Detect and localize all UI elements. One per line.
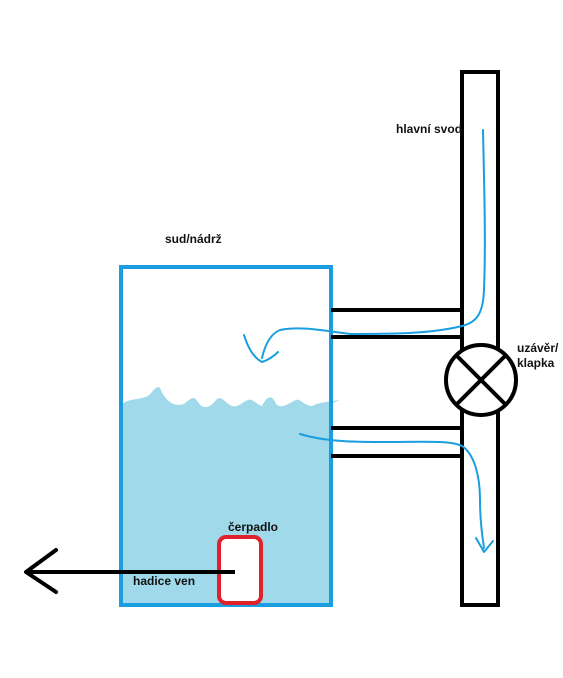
overflow-arrowhead [475, 537, 494, 553]
main-downpipe [460, 70, 500, 607]
valve-symbol [444, 343, 518, 417]
overflow-arrow [299, 433, 485, 549]
label-hose: hadice ven [133, 574, 195, 588]
hose-arrowhead [24, 548, 58, 594]
inflow-arrowhead [243, 334, 279, 363]
valve-cross-b [455, 354, 507, 406]
inflow-arrow [261, 129, 486, 359]
label-valve-line1: uzávěr/ [517, 341, 559, 355]
label-barrel: sud/nádrž [165, 232, 222, 246]
label-main-downpipe: hlavní svod [396, 122, 462, 136]
label-valve-line2: klapka [517, 356, 555, 370]
label-pump: čerpadlo [228, 520, 278, 534]
water [122, 387, 340, 605]
